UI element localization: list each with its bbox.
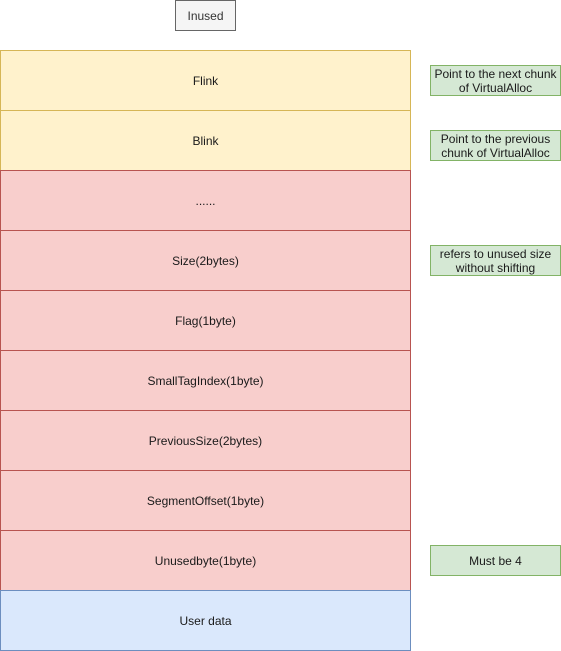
field-user-data-label: User data: [179, 613, 232, 628]
field-ellipsis-label: ......: [195, 193, 216, 208]
inused-label: Inused: [187, 8, 224, 23]
note-size-text: refers to unused size without shifting: [439, 246, 552, 275]
field-ellipsis: ......: [0, 170, 411, 231]
field-flink-label: Flink: [192, 73, 219, 88]
field-size: Size(2bytes): [0, 230, 411, 291]
note-flink-text: Point to the next chunk of VirtualAlloc: [434, 66, 557, 95]
field-blink: Blink: [0, 110, 411, 171]
field-user-data: User data: [0, 590, 411, 651]
field-unused-byte: Unusedbyte(1byte): [0, 530, 411, 591]
field-blink-label: Blink: [192, 133, 219, 148]
field-flink: Flink: [0, 50, 411, 111]
inused-box: Inused: [175, 0, 236, 31]
note-blink: Point to the previous chunk of VirtualAl…: [430, 130, 561, 161]
field-flag-label: Flag(1byte): [175, 313, 236, 328]
field-previous-size: PreviousSize(2bytes): [0, 410, 411, 471]
note-flink: Point to the next chunk of VirtualAlloc: [430, 65, 561, 96]
note-blink-text: Point to the previous chunk of VirtualAl…: [440, 131, 551, 160]
note-unused-byte: Must be 4: [430, 545, 561, 576]
note-unused-byte-text: Must be 4: [469, 553, 522, 568]
field-unused-byte-label: Unusedbyte(1byte): [154, 553, 257, 568]
field-segment-offset-label: SegmentOffset(1byte): [146, 493, 265, 508]
field-flag: Flag(1byte): [0, 290, 411, 351]
field-segment-offset: SegmentOffset(1byte): [0, 470, 411, 531]
field-small-tag-index-label: SmallTagIndex(1byte): [147, 373, 264, 388]
field-size-label: Size(2bytes): [172, 253, 239, 268]
note-size: refers to unused size without shifting: [430, 245, 561, 276]
field-previous-size-label: PreviousSize(2bytes): [148, 433, 263, 448]
field-small-tag-index: SmallTagIndex(1byte): [0, 350, 411, 411]
